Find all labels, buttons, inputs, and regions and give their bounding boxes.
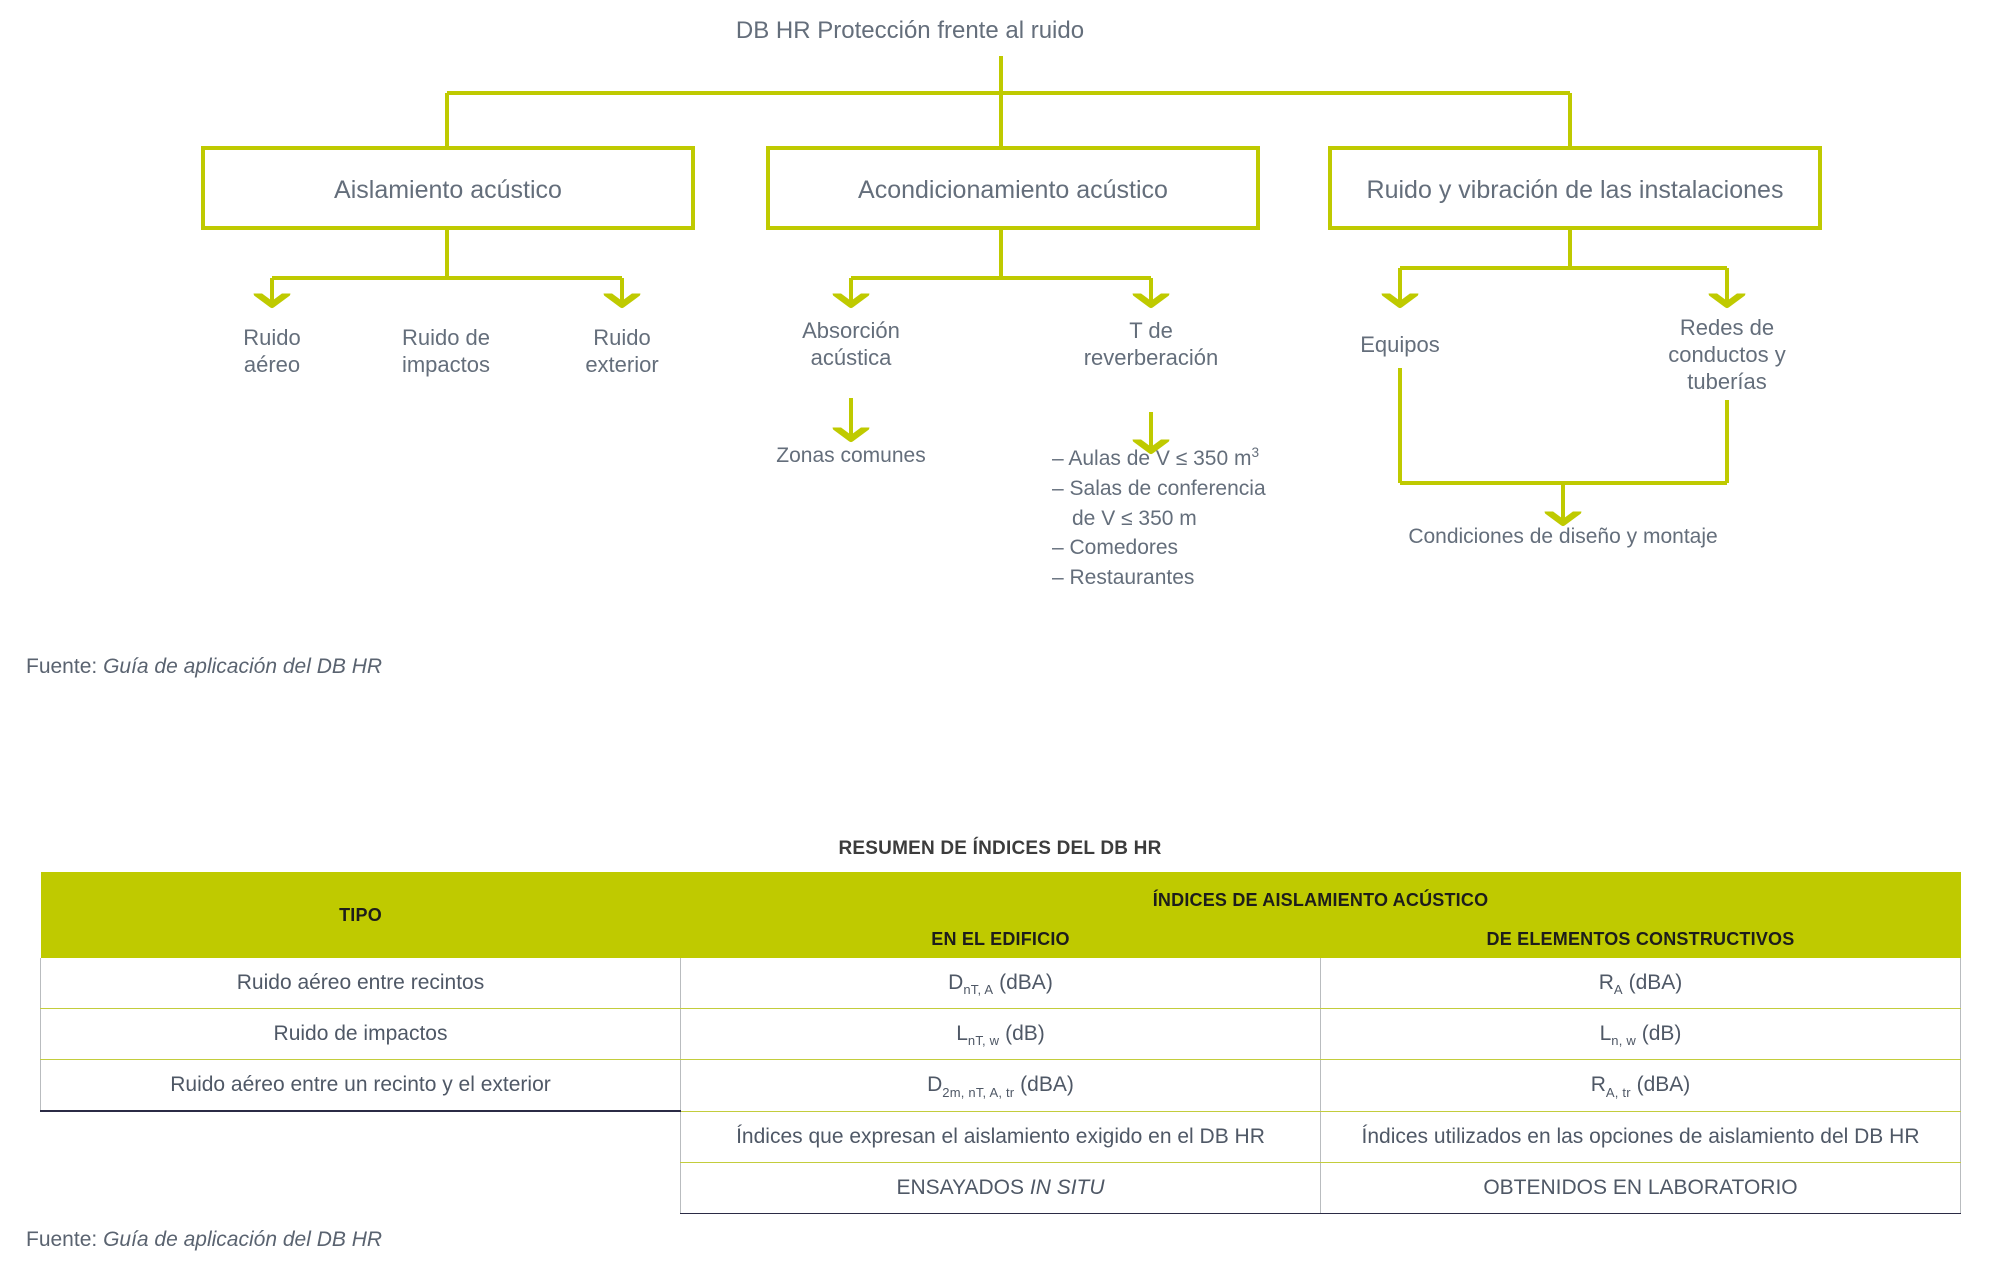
header-en-el-edificio: EN EL EDIFICIO xyxy=(680,920,1321,958)
sub-list-item-aulas: – Aulas de V ≤ 350 m3 xyxy=(1052,445,1260,470)
diagram-source-prefix: Fuente: xyxy=(26,655,104,678)
table-row: Ruido aéreo entre un recinto y el exteri… xyxy=(40,1059,1961,1112)
branch-label-aislamiento: Aislamiento acústico xyxy=(334,176,562,204)
indices-summary-table: TIPO ÍNDICES DE AISLAMIENTO ACÚSTICO EN … xyxy=(40,872,1961,1214)
sub-list-item-restaurantes: – Restaurantes xyxy=(1052,566,1195,590)
cell-empty-1 xyxy=(41,1111,681,1162)
table-source-note: Fuente: Guía de aplicación del DB HR xyxy=(26,1228,382,1252)
sub-reverberacion-list: – Aulas de V ≤ 350 m3 – Salas de confere… xyxy=(1052,443,1352,593)
branch-box-acondicionamiento xyxy=(766,146,1260,230)
cell-edificio-3: D2m, nT, A, tr (dBA) xyxy=(680,1059,1321,1112)
table-row: Ruido aéreo entre recintos DnT, A (dBA) … xyxy=(40,958,1961,1009)
table-row: ENSAYADOS IN SITU OBTENIDOS EN LABORATOR… xyxy=(41,1162,1961,1214)
leaf-equipos: Equipos xyxy=(1360,332,1440,357)
cell-edificio-2: LnT, w (dB) xyxy=(680,1008,1321,1060)
cell-edificio-1: DnT, A (dBA) xyxy=(680,958,1321,1009)
sub-zonas-comunes: Zonas comunes xyxy=(776,444,926,467)
header-de-elementos-constructivos: DE ELEMENTOS CONSTRUCTIVOS xyxy=(1320,920,1961,958)
diagram-source-title: Guía de aplicación del DB HR xyxy=(103,655,383,678)
leaf-ruido-aereo: Ruido aéreo xyxy=(243,325,301,377)
leaf-condiciones-diseno: Condiciones de diseño y montaje xyxy=(1408,525,1718,548)
table-row: Índices que expresan el aislamiento exig… xyxy=(41,1111,1961,1163)
diagram-root-title: DB HR Protección frente al ruido xyxy=(735,17,1085,44)
header-tipo: TIPO xyxy=(40,872,681,958)
leaf-absorcion-acustica: Absorción acústica xyxy=(802,318,900,370)
branch-box-instalaciones xyxy=(1328,146,1822,230)
leaf-ruido-exterior: Ruido exterior xyxy=(585,325,659,377)
superscript-cubic: 3 xyxy=(1251,445,1260,460)
sub-list-item-comedores: – Comedores xyxy=(1052,536,1179,560)
cell-tipo-1: Ruido aéreo entre recintos xyxy=(40,958,681,1009)
leaf-t-reverberacion: T de reverberación xyxy=(1083,318,1219,370)
table-title: RESUMEN DE ÍNDICES DEL DB HR xyxy=(838,838,1162,859)
cell-edificio-ensayados: ENSAYADOS IN SITU xyxy=(680,1162,1321,1214)
diagram-source-note: Fuente: Guía de aplicación del DB HR xyxy=(26,655,382,679)
header-group-indices: ÍNDICES DE AISLAMIENTO ACÚSTICO xyxy=(680,872,1961,920)
table-header-row-top: TIPO ÍNDICES DE AISLAMIENTO ACÚSTICO xyxy=(40,872,1961,958)
branch-label-instalaciones: Ruido y vibración de las instalaciones xyxy=(1366,176,1784,204)
cell-elemento-3: RA, tr (dBA) xyxy=(1320,1059,1961,1112)
branch-label-acondicionamiento: Acondicionamiento acústico xyxy=(858,176,1168,204)
cell-edificio-note: Índices que expresan el aislamiento exig… xyxy=(680,1111,1321,1163)
cell-elemento-2: Ln, w (dB) xyxy=(1320,1008,1961,1060)
cell-tipo-2: Ruido de impactos xyxy=(40,1008,681,1060)
leaf-ruido-impactos: Ruido de impactos xyxy=(401,325,491,377)
branch-box-aislamiento xyxy=(201,146,695,230)
cell-empty-2 xyxy=(41,1162,681,1213)
table-source-prefix: Fuente: xyxy=(26,1228,104,1251)
cell-tipo-3: Ruido aéreo entre un recinto y el exteri… xyxy=(40,1059,681,1112)
cell-elemento-laboratorio: OBTENIDOS EN LABORATORIO xyxy=(1320,1162,1961,1214)
sub-list-item-salas: – Salas de conferencia xyxy=(1052,476,1266,500)
sub-list-item-salas-cont: de V ≤ 350 m xyxy=(1072,506,1197,530)
leaf-redes-conductos: Redes de conductos y tuberías xyxy=(1668,315,1786,394)
table-row: Ruido de impactos LnT, w (dB) Ln, w (dB) xyxy=(40,1008,1961,1060)
cell-elemento-note: Índices utilizados en las opciones de ai… xyxy=(1320,1111,1961,1163)
table-header-row-bottom: EN EL EDIFICIO DE ELEMENTOS CONSTRUCTIVO… xyxy=(41,920,1961,958)
cell-elemento-1: RA (dBA) xyxy=(1320,958,1961,1009)
flowchart-connectors xyxy=(201,56,1822,620)
table-source-title: Guía de aplicación del DB HR xyxy=(103,1228,383,1251)
